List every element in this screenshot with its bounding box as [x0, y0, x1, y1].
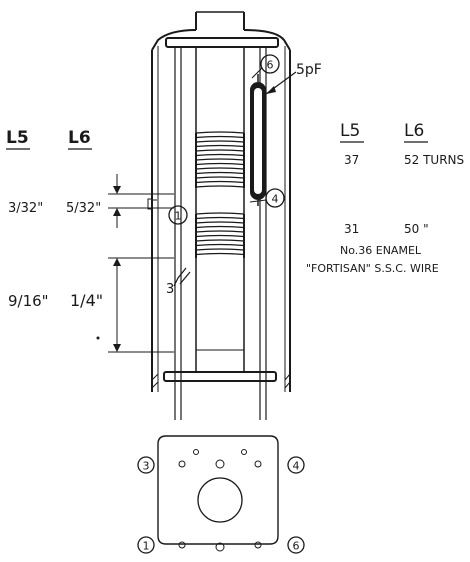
top-plate [165, 37, 279, 48]
gap-l6-value: 5/32" [66, 201, 101, 216]
turns-l5-row1: 37 [344, 153, 359, 167]
pin-3-marker-label: 3 [166, 282, 174, 297]
length-l6-value: 1/4" [70, 291, 103, 310]
winding-turn [195, 180, 245, 184]
base-pin-4: 4 [287, 456, 305, 474]
winding-turn [195, 131, 245, 134]
winding-edge [195, 214, 245, 258]
right-header-l6: L6 [404, 121, 424, 141]
left-table: L5 L6 3/32" 5/32" 9/16" 1/4" [6, 128, 103, 340]
right-table: L5 L6 37 52 TURNS 31 50 " No.36 ENAMEL "… [306, 121, 464, 275]
capacitor-5pf [250, 74, 266, 206]
winding-turn [195, 135, 245, 139]
right-header-l5: L5 [340, 121, 360, 141]
pin-6-marker-label: 6 [267, 59, 274, 72]
winding-turn [195, 144, 245, 148]
winding-turn [195, 252, 245, 256]
winding-turn [195, 221, 245, 224]
turns-l6-row2: 50 " [404, 222, 429, 236]
winding-turn [195, 171, 245, 175]
capacitor-leader-arrowhead [266, 86, 276, 94]
winding-turn [195, 216, 245, 220]
pin-4-marker [265, 188, 285, 208]
base-pin-6: 6 [287, 536, 305, 554]
pin-4-lead [249, 199, 267, 203]
pin-6-marker [260, 54, 280, 74]
winding-turn [195, 225, 245, 229]
capacitor-label: 5pF [296, 62, 322, 78]
dot-mark [96, 336, 100, 340]
winding-turn [195, 176, 245, 179]
turns-l5-row2: 31 [344, 222, 359, 236]
pin-1-marker-label: 1 [175, 210, 182, 223]
bottom-plate [163, 371, 277, 382]
winding-turn [195, 185, 245, 188]
shield-can [151, 11, 291, 392]
base-pin-1: 1 [137, 536, 155, 554]
base-plate [157, 435, 279, 552]
dimension-gap [108, 174, 174, 228]
base-pin-6-label: 6 [293, 540, 300, 553]
turns-l6-row1: 52 TURNS [404, 153, 464, 167]
winding-turn [195, 153, 245, 157]
winding-edge [195, 133, 245, 188]
winding-turn [195, 230, 245, 233]
winding-turn [195, 243, 245, 247]
winding-turn [195, 234, 245, 238]
coil-l6-winding [195, 131, 245, 188]
winding-turn [195, 167, 245, 170]
base-pin-3-label: 3 [143, 460, 150, 473]
winding-turn [195, 248, 245, 251]
pin-6-lead [251, 67, 263, 79]
winding-turn [195, 140, 245, 143]
pin-3-lead [173, 267, 191, 287]
base-pin-4-label: 4 [293, 460, 300, 473]
winding-turn [195, 162, 245, 166]
pin-1-marker [168, 205, 188, 225]
center-hole [197, 477, 243, 523]
winding-turn [195, 212, 245, 215]
wire-spec-line2: "FORTISAN" S.S.C. WIRE [306, 262, 439, 275]
gap-l5-value: 3/32" [8, 201, 43, 216]
winding-turn [195, 149, 245, 152]
wire-spec-line1: No.36 ENAMEL [340, 244, 422, 257]
dimension-coil-length [108, 257, 174, 353]
winding-turn [195, 158, 245, 161]
length-l5-value: 9/16" [8, 292, 49, 310]
left-header-l6: L6 [68, 128, 91, 148]
left-header-l5: L5 [6, 128, 29, 148]
winding-turn [195, 239, 245, 242]
pin-4-marker-label: 4 [272, 193, 279, 206]
coil-l5-winding [195, 212, 245, 258]
coil-former [195, 47, 245, 372]
base-pin-3: 3 [137, 456, 155, 474]
base-pin-1-label: 1 [143, 540, 150, 553]
